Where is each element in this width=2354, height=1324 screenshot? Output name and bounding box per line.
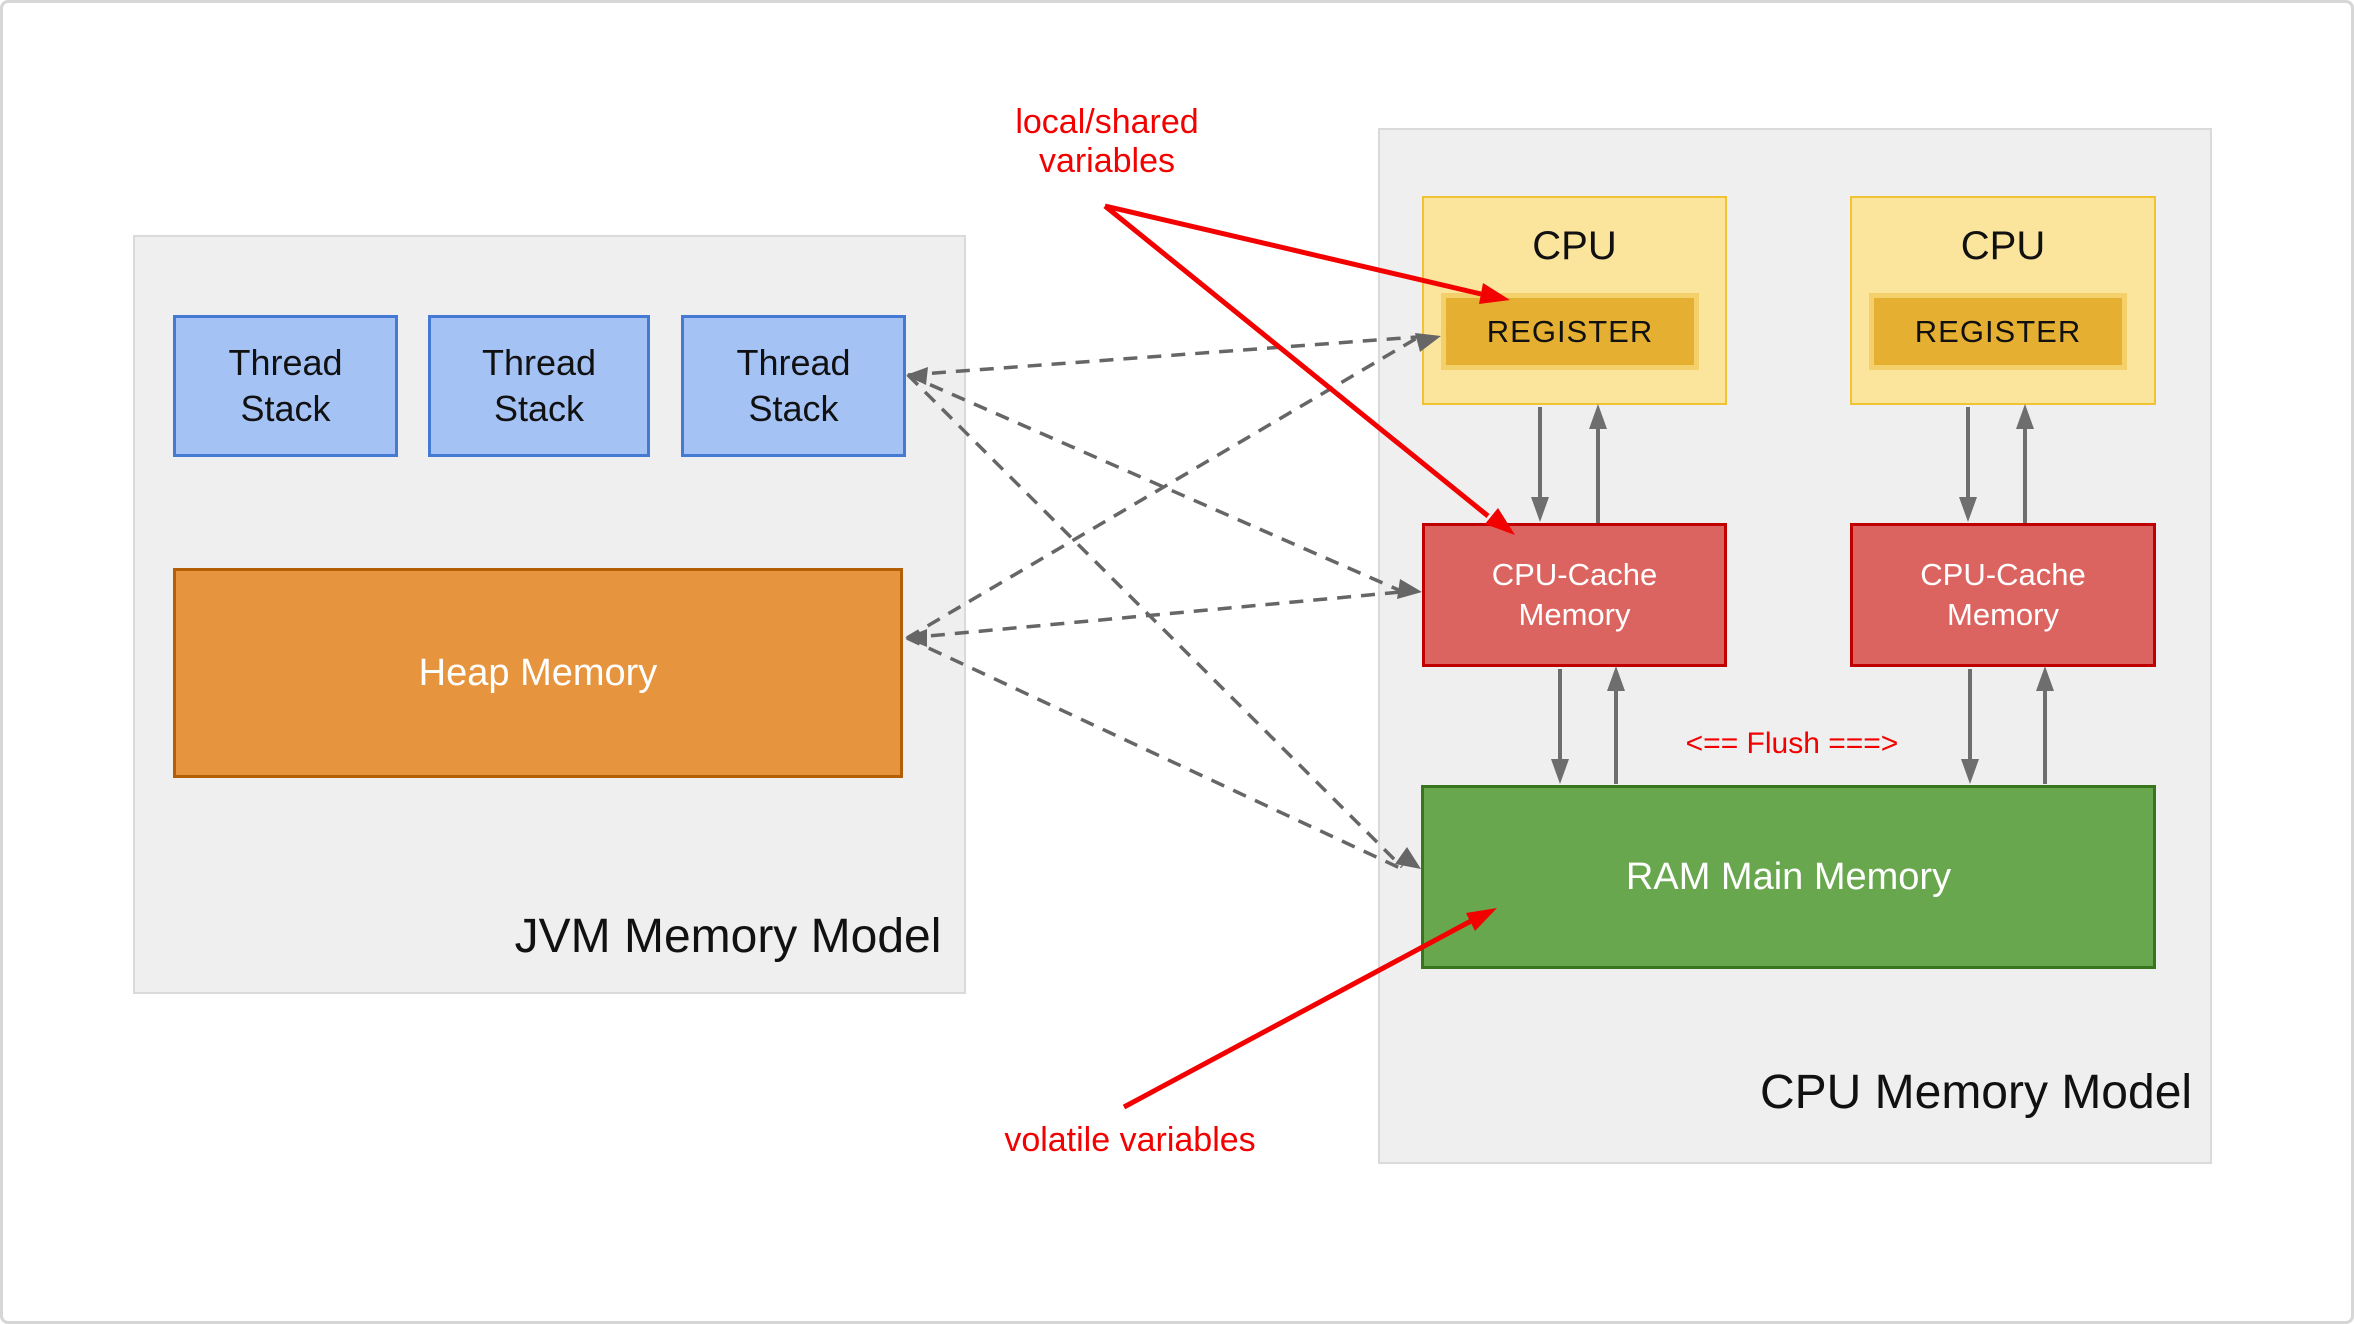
flush-note: <== Flush ===> <box>1685 727 1899 760</box>
cpu-cache-label-2: CPU-Cache Memory <box>1920 556 2086 632</box>
dashed-connector-heap-register <box>906 336 1418 640</box>
cpu-cache-box-1: CPU-Cache Memory <box>1422 523 1727 667</box>
cpu-label-1: CPU <box>1532 224 1617 268</box>
cpu-label-2: CPU <box>1960 224 2046 268</box>
dashed-connector-thread-cache <box>907 373 1402 593</box>
register-label-2: REGISTER <box>1914 313 2082 349</box>
register-box-2: REGISTER <box>1869 293 2127 370</box>
thread-stack-label-3: Thread Stack <box>736 341 851 429</box>
cpu-cache-box-2: CPU-Cache Memory <box>1850 523 2156 667</box>
dashed-connectors <box>905 333 1441 871</box>
register-label-1: REGISTER <box>1486 313 1654 349</box>
dashed-connector-thread-register <box>907 335 1418 377</box>
thread-stack-box-1: Thread Stack <box>173 315 398 457</box>
dashed-connector-heap-ram <box>906 636 1403 871</box>
ram-main-memory-label: RAM Main Memory <box>1625 855 1952 898</box>
ram-main-memory-box: RAM Main Memory <box>1421 785 2156 969</box>
dashed-connector-heap-cache <box>906 590 1402 640</box>
volatile-variables-note: volatile variables <box>1004 1121 1256 1159</box>
cpu-cache-label-1: CPU-Cache Memory <box>1491 556 1658 632</box>
local-shared-variables-note: local/shared variables <box>1015 103 1199 181</box>
thread-stack-label-2: Thread Stack <box>481 341 597 429</box>
thread-stack-box-3: Thread Stack <box>681 315 906 457</box>
heap-memory-label: Heap Memory <box>418 651 658 694</box>
cpu-panel-title: CPU Memory Model <box>1759 1066 2193 1119</box>
heap-memory-box: Heap Memory <box>173 568 903 778</box>
thread-stack-label-1: Thread Stack <box>228 341 343 429</box>
dashed-connector-thread-ram <box>906 373 1404 869</box>
thread-stack-box-2: Thread Stack <box>428 315 650 457</box>
jvm-panel-title: JVM Memory Model <box>514 910 942 963</box>
register-box-1: REGISTER <box>1441 293 1699 370</box>
